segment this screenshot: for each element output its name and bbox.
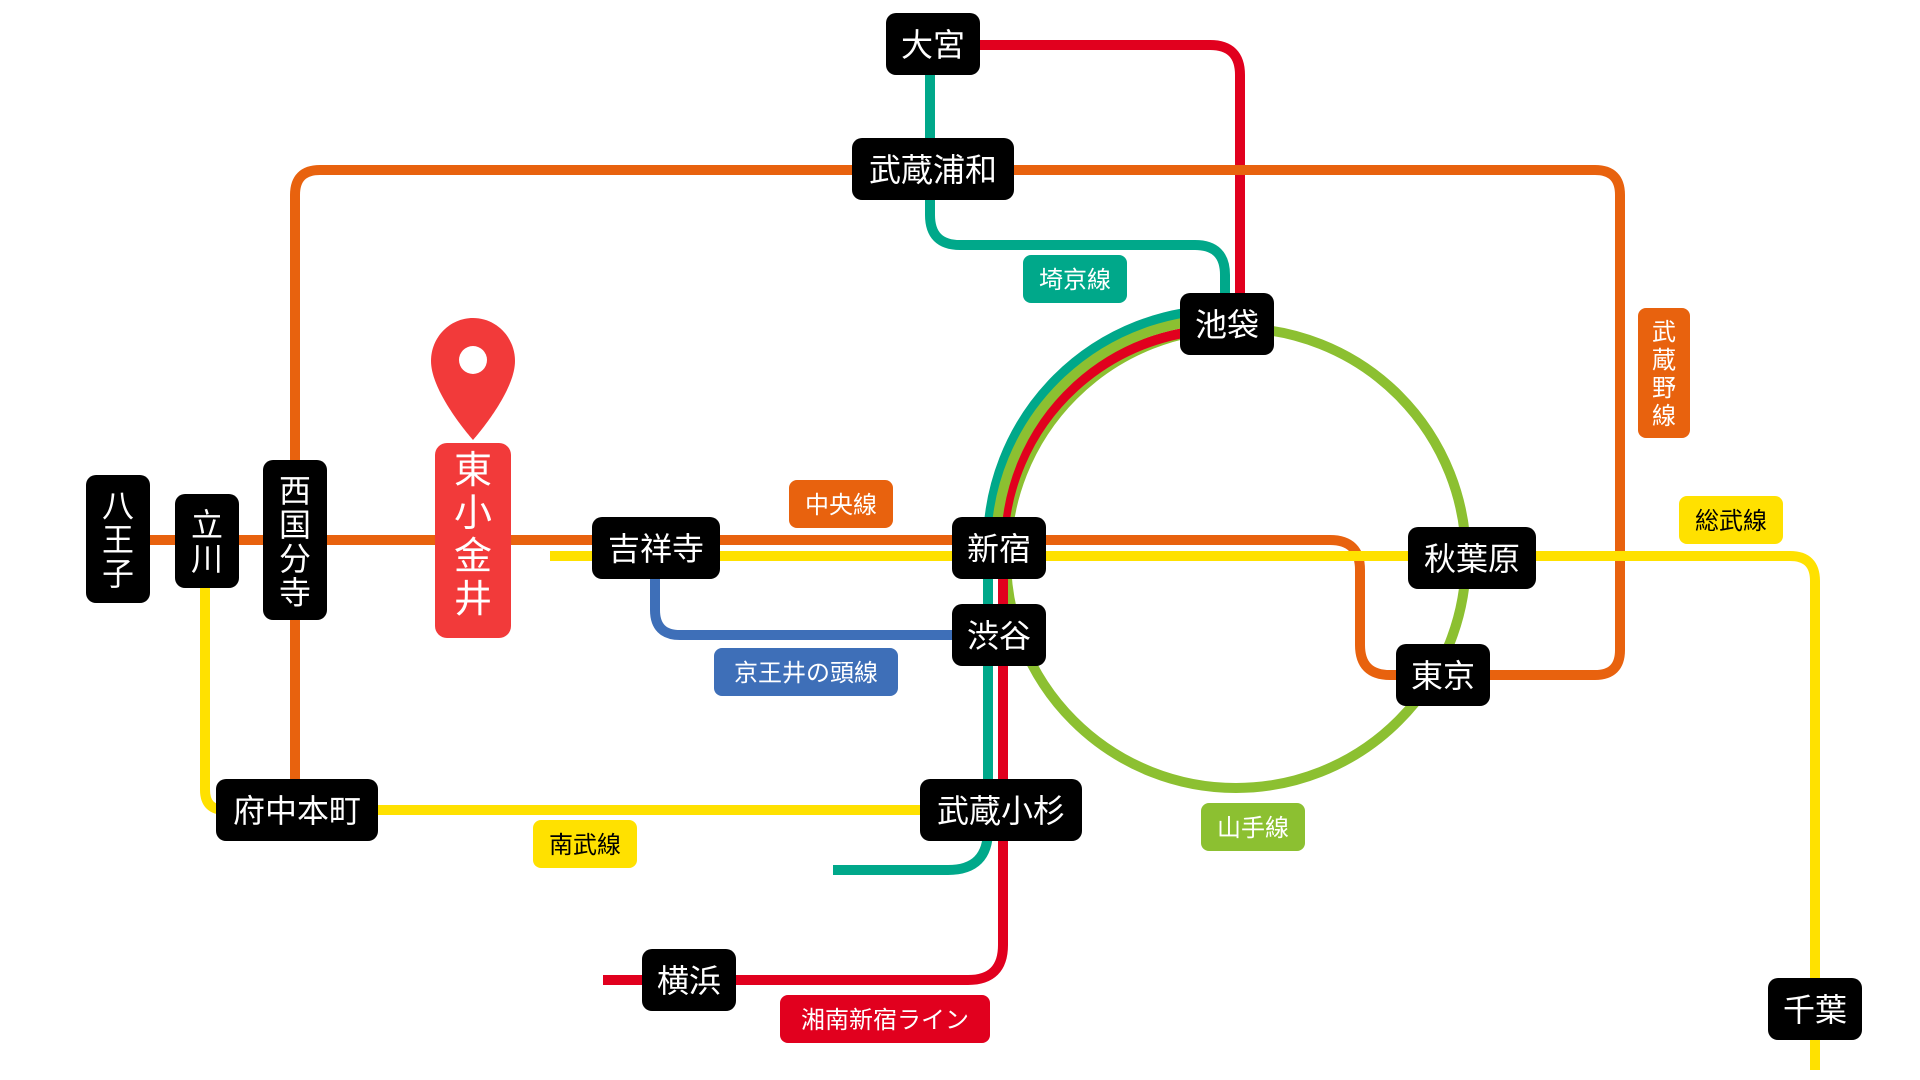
line-label-saikyo: 埼京線 — [1023, 255, 1127, 303]
station-musashi-kosugi[interactable]: 武蔵小杉 — [920, 779, 1082, 841]
line-label-chuo: 中央線 — [789, 480, 893, 528]
station-ikebukuro-label: 池袋 — [1195, 306, 1259, 344]
station-ikebukuro[interactable]: 池袋 — [1180, 293, 1274, 355]
line-label-nambu-text: 南武線 — [549, 831, 621, 859]
station-kichijoji-label: 吉祥寺 — [608, 530, 704, 568]
station-omiya[interactable]: 大宮 — [886, 13, 980, 75]
station-akihabara-label: 秋葉原 — [1424, 540, 1520, 578]
station-higashi-koganei-label: 東小金井 — [454, 448, 492, 621]
line-label-shonan-shinjuku: 湘南新宿ライン — [780, 995, 990, 1043]
keio-inokashira-line — [650, 560, 985, 640]
station-fuchu-hommachi-label: 府中本町 — [233, 792, 361, 830]
station-tachikawa[interactable]: 立川 — [175, 494, 239, 588]
line-label-musashino-text: 武蔵野線 — [1652, 318, 1676, 430]
station-shinjuku-label: 新宿 — [967, 530, 1031, 568]
station-yokohama-label: 横浜 — [657, 962, 721, 1000]
line-label-musashino: 武蔵野線 — [1638, 308, 1690, 438]
line-label-nambu: 南武線 — [533, 820, 637, 868]
station-tokyo[interactable]: 東京 — [1396, 644, 1490, 706]
map-pin-icon — [431, 318, 515, 440]
station-chiba-label: 千葉 — [1783, 991, 1847, 1029]
line-label-sobu-text: 総武線 — [1695, 507, 1767, 535]
line-label-saikyo-text: 埼京線 — [1039, 266, 1111, 294]
shonan-shinjuku-line — [603, 40, 1245, 985]
station-musashi-urawa[interactable]: 武蔵浦和 — [852, 138, 1014, 200]
station-musashi-kosugi-label: 武蔵小杉 — [937, 792, 1065, 830]
line-label-yamanote: 山手線 — [1201, 803, 1305, 851]
line-label-yamanote-text: 山手線 — [1217, 814, 1289, 842]
station-hachioji-label: 八王子 — [102, 487, 134, 593]
station-shinjuku[interactable]: 新宿 — [952, 517, 1046, 579]
station-higashi-koganei[interactable]: 東小金井 — [435, 443, 511, 638]
sobu-line — [550, 551, 1820, 1070]
station-tokyo-label: 東京 — [1411, 657, 1475, 695]
station-chiba[interactable]: 千葉 — [1768, 978, 1862, 1040]
station-shibuya-label: 渋谷 — [967, 617, 1031, 655]
station-nishi-kokubunji[interactable]: 西国分寺 — [263, 460, 327, 620]
line-label-keio-text: 京王井の頭線 — [734, 659, 878, 687]
station-hachioji[interactable]: 八王子 — [86, 475, 150, 603]
station-shibuya[interactable]: 渋谷 — [952, 604, 1046, 666]
station-fuchu-hommachi[interactable]: 府中本町 — [216, 779, 378, 841]
line-label-chuo-text: 中央線 — [805, 491, 877, 519]
station-musashi-urawa-label: 武蔵浦和 — [869, 151, 997, 189]
station-yokohama[interactable]: 横浜 — [642, 949, 736, 1011]
chuo-line — [120, 535, 1440, 680]
station-akihabara[interactable]: 秋葉原 — [1408, 527, 1536, 589]
line-label-sobu: 総武線 — [1679, 496, 1783, 544]
station-tachikawa-label: 立川 — [191, 506, 223, 578]
station-nishi-kokubunji-label: 西国分寺 — [279, 472, 311, 612]
line-label-shonan-shinjuku-text: 湘南新宿ライン — [801, 1006, 969, 1034]
line-label-keio: 京王井の頭線 — [714, 648, 898, 696]
station-omiya-label: 大宮 — [901, 26, 965, 64]
station-kichijoji[interactable]: 吉祥寺 — [592, 517, 720, 579]
musashino-line — [290, 165, 1625, 810]
